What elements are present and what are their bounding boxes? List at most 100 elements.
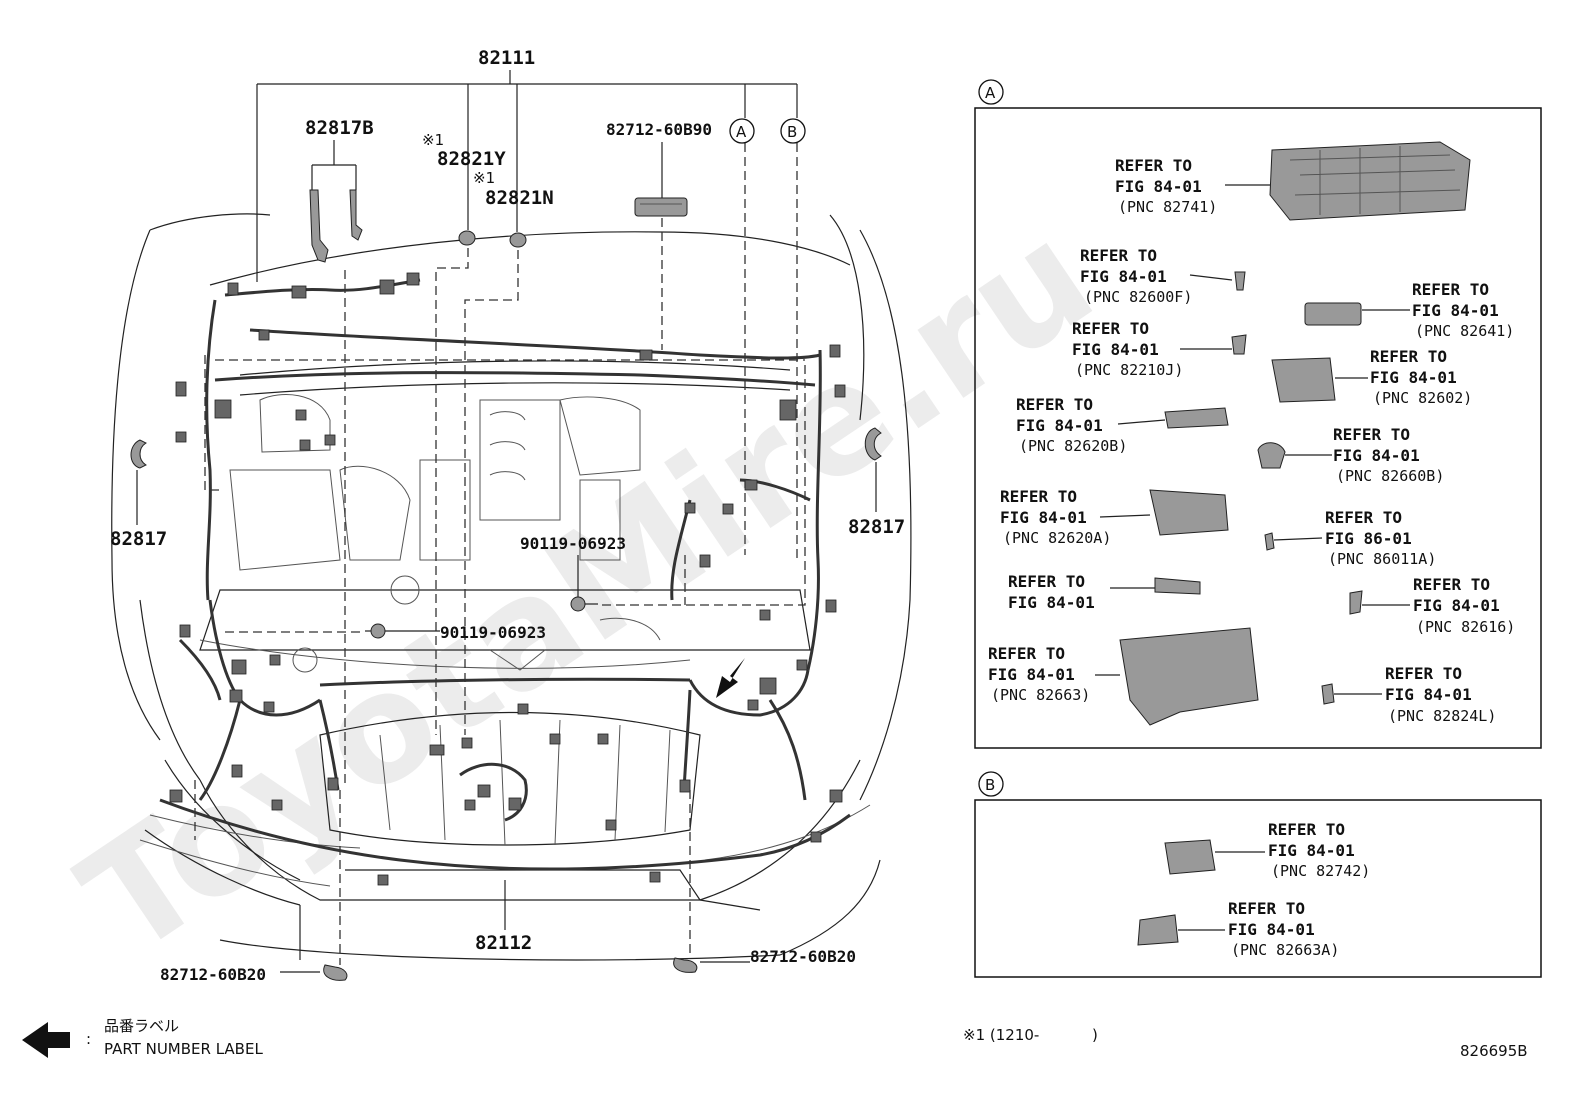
reference-box-a: A REFER TO FIG 84-01 (PN bbox=[974, 79, 1542, 749]
svg-text:FIG 84-01: FIG 84-01 bbox=[1268, 841, 1355, 860]
grommet-82821n bbox=[509, 232, 527, 248]
svg-text:REFER TO: REFER TO bbox=[1333, 425, 1410, 444]
svg-text:REFER TO: REFER TO bbox=[1385, 664, 1462, 683]
ref-circle-b bbox=[780, 118, 806, 144]
legend-jp: 品番ラベル bbox=[104, 1017, 179, 1035]
svg-text:REFER TO: REFER TO bbox=[1115, 156, 1192, 175]
callout-82817-left: 82817 bbox=[110, 528, 167, 550]
svg-text:REFER TO: REFER TO bbox=[1016, 395, 1093, 414]
svg-text:REFER TO: REFER TO bbox=[1325, 508, 1402, 527]
box-a-item-82210j: REFER TO FIG 84-01 (PNC 82210J) bbox=[1072, 319, 1183, 379]
svg-text:(PNC 82616): (PNC 82616) bbox=[1416, 618, 1515, 636]
box-a-item-82663: REFER TO FIG 84-01 (PNC 82663) bbox=[988, 644, 1090, 704]
grommet-82821y bbox=[458, 230, 476, 246]
svg-text:FIG 84-01: FIG 84-01 bbox=[1333, 446, 1420, 465]
note-mark-2: ※1 bbox=[473, 169, 495, 187]
bracket-part bbox=[1154, 577, 1201, 595]
bolt-90119-lower bbox=[365, 623, 386, 639]
svg-text:(PNC 82824L): (PNC 82824L) bbox=[1388, 707, 1496, 725]
wire-harness bbox=[159, 278, 851, 871]
svg-text:(PNC 86011A): (PNC 86011A) bbox=[1328, 550, 1436, 568]
legend-arrow-icon bbox=[22, 1022, 70, 1058]
svg-text:REFER TO: REFER TO bbox=[1000, 487, 1077, 506]
vehicle-outline bbox=[111, 213, 912, 961]
box-a-item-82824l: REFER TO FIG 84-01 (PNC 82824L) bbox=[1385, 664, 1496, 725]
box-a-item-82620b: REFER TO FIG 84-01 (PNC 82620B) bbox=[1016, 395, 1127, 455]
relay-block-82742 bbox=[1164, 839, 1216, 875]
box-a-item-82620a: REFER TO FIG 84-01 (PNC 82620A) bbox=[1000, 487, 1111, 547]
note-mark-1: ※1 bbox=[422, 131, 444, 149]
drawing-id: 826695B bbox=[1460, 1042, 1528, 1060]
legend-colon: : bbox=[86, 1030, 91, 1048]
label-82712-60b20-right bbox=[673, 957, 698, 973]
svg-text:(PNC 82663): (PNC 82663) bbox=[991, 686, 1090, 704]
box-a-item-82602: REFER TO FIG 84-01 (PNC 82602) bbox=[1370, 347, 1472, 407]
svg-text:FIG 84-01: FIG 84-01 bbox=[1115, 177, 1202, 196]
callout-82817b: 82817B bbox=[305, 117, 374, 139]
svg-text:REFER TO: REFER TO bbox=[1080, 246, 1157, 265]
fuse-82210j bbox=[1231, 334, 1247, 355]
label-location-arrow bbox=[716, 658, 745, 698]
callout-90119-lower: 90119-06923 bbox=[440, 623, 546, 642]
svg-text:(PNC 82741): (PNC 82741) bbox=[1118, 198, 1217, 216]
box-b-item-82742: REFER TO FIG 84-01 (PNC 82742) bbox=[1268, 820, 1370, 880]
block-82620a bbox=[1149, 489, 1229, 536]
svg-text:FIG 84-01: FIG 84-01 bbox=[1228, 920, 1315, 939]
callout-82712-60b90: 82712-60B90 bbox=[606, 120, 712, 139]
label-82712-60b20-left bbox=[323, 964, 348, 981]
svg-text:(PNC 82602): (PNC 82602) bbox=[1373, 389, 1472, 407]
box-a-item-86011a: REFER TO FIG 86-01 (PNC 86011A) bbox=[1325, 508, 1436, 568]
relay-82641 bbox=[1304, 302, 1362, 326]
box-b-tag bbox=[978, 771, 1004, 797]
box-a-item-82616: REFER TO FIG 84-01 (PNC 82616) bbox=[1413, 575, 1515, 636]
ref-circle-b-label: B bbox=[787, 123, 797, 141]
svg-text:REFER TO: REFER TO bbox=[1008, 572, 1085, 591]
svg-text:(PNC 82641): (PNC 82641) bbox=[1415, 322, 1514, 340]
fuse-82616 bbox=[1349, 590, 1363, 615]
footnote: ※1 (1210- bbox=[963, 1026, 1039, 1044]
svg-text:(PNC 82663A): (PNC 82663A) bbox=[1231, 941, 1339, 959]
box-a-item-bracket: REFER TO FIG 84-01 bbox=[1008, 572, 1095, 612]
callout-82821n: 82821N bbox=[485, 187, 554, 209]
box-a-item-82660b: REFER TO FIG 84-01 (PNC 82660B) bbox=[1333, 425, 1444, 485]
callout-90119-upper: 90119-06923 bbox=[520, 534, 626, 553]
svg-text:REFER TO: REFER TO bbox=[988, 644, 1065, 663]
callout-82817-right: 82817 bbox=[848, 516, 905, 538]
callout-82712-60b20-right: 82712-60B20 bbox=[750, 947, 856, 966]
leader-lines bbox=[136, 70, 877, 973]
svg-text:FIG 84-01: FIG 84-01 bbox=[1008, 593, 1095, 612]
svg-text:FIG 84-01: FIG 84-01 bbox=[1000, 508, 1087, 527]
ref-circle-a bbox=[729, 118, 755, 144]
clip-82817-left bbox=[130, 439, 148, 469]
svg-text:(PNC 82742): (PNC 82742) bbox=[1271, 862, 1370, 880]
svg-text:FIG 84-01: FIG 84-01 bbox=[1412, 301, 1499, 320]
box-b-tag-label: B bbox=[985, 776, 995, 794]
relay-cluster-82602 bbox=[1271, 357, 1336, 403]
box-a-item-82641: REFER TO FIG 84-01 (PNC 82641) bbox=[1412, 280, 1514, 340]
relay-block-82741 bbox=[1269, 141, 1471, 221]
junction-block-82663a bbox=[1137, 914, 1179, 946]
callout-82821y: 82821Y bbox=[437, 148, 506, 170]
svg-text:FIG 84-01: FIG 84-01 bbox=[988, 665, 1075, 684]
svg-text:REFER TO: REFER TO bbox=[1370, 347, 1447, 366]
svg-text:REFER TO: REFER TO bbox=[1412, 280, 1489, 299]
junction-block-82663 bbox=[1119, 627, 1259, 726]
label-82712-60b90 bbox=[634, 197, 688, 217]
box-a-item-82741: REFER TO FIG 84-01 (PNC 82741) bbox=[1115, 156, 1217, 216]
svg-text:REFER TO: REFER TO bbox=[1413, 575, 1490, 594]
connector-82824l bbox=[1321, 683, 1335, 705]
part-82817b-clips bbox=[309, 189, 363, 263]
svg-text:(PNC 82210J): (PNC 82210J) bbox=[1075, 361, 1183, 379]
box-b-item-82663a: REFER TO FIG 84-01 (PNC 82663A) bbox=[1228, 899, 1339, 959]
svg-text:(PNC 82620B): (PNC 82620B) bbox=[1019, 437, 1127, 455]
harness-connectors bbox=[169, 272, 846, 886]
svg-text:REFER TO: REFER TO bbox=[1228, 899, 1305, 918]
svg-text:FIG 84-01: FIG 84-01 bbox=[1370, 368, 1457, 387]
box-a-tag bbox=[978, 79, 1004, 105]
svg-text:REFER TO: REFER TO bbox=[1268, 820, 1345, 839]
ref-circle-a-label: A bbox=[736, 123, 747, 141]
svg-text:FIG 86-01: FIG 86-01 bbox=[1325, 529, 1412, 548]
relay-82660b bbox=[1257, 442, 1286, 469]
legend: : 品番ラベル PART NUMBER LABEL bbox=[22, 1017, 263, 1058]
